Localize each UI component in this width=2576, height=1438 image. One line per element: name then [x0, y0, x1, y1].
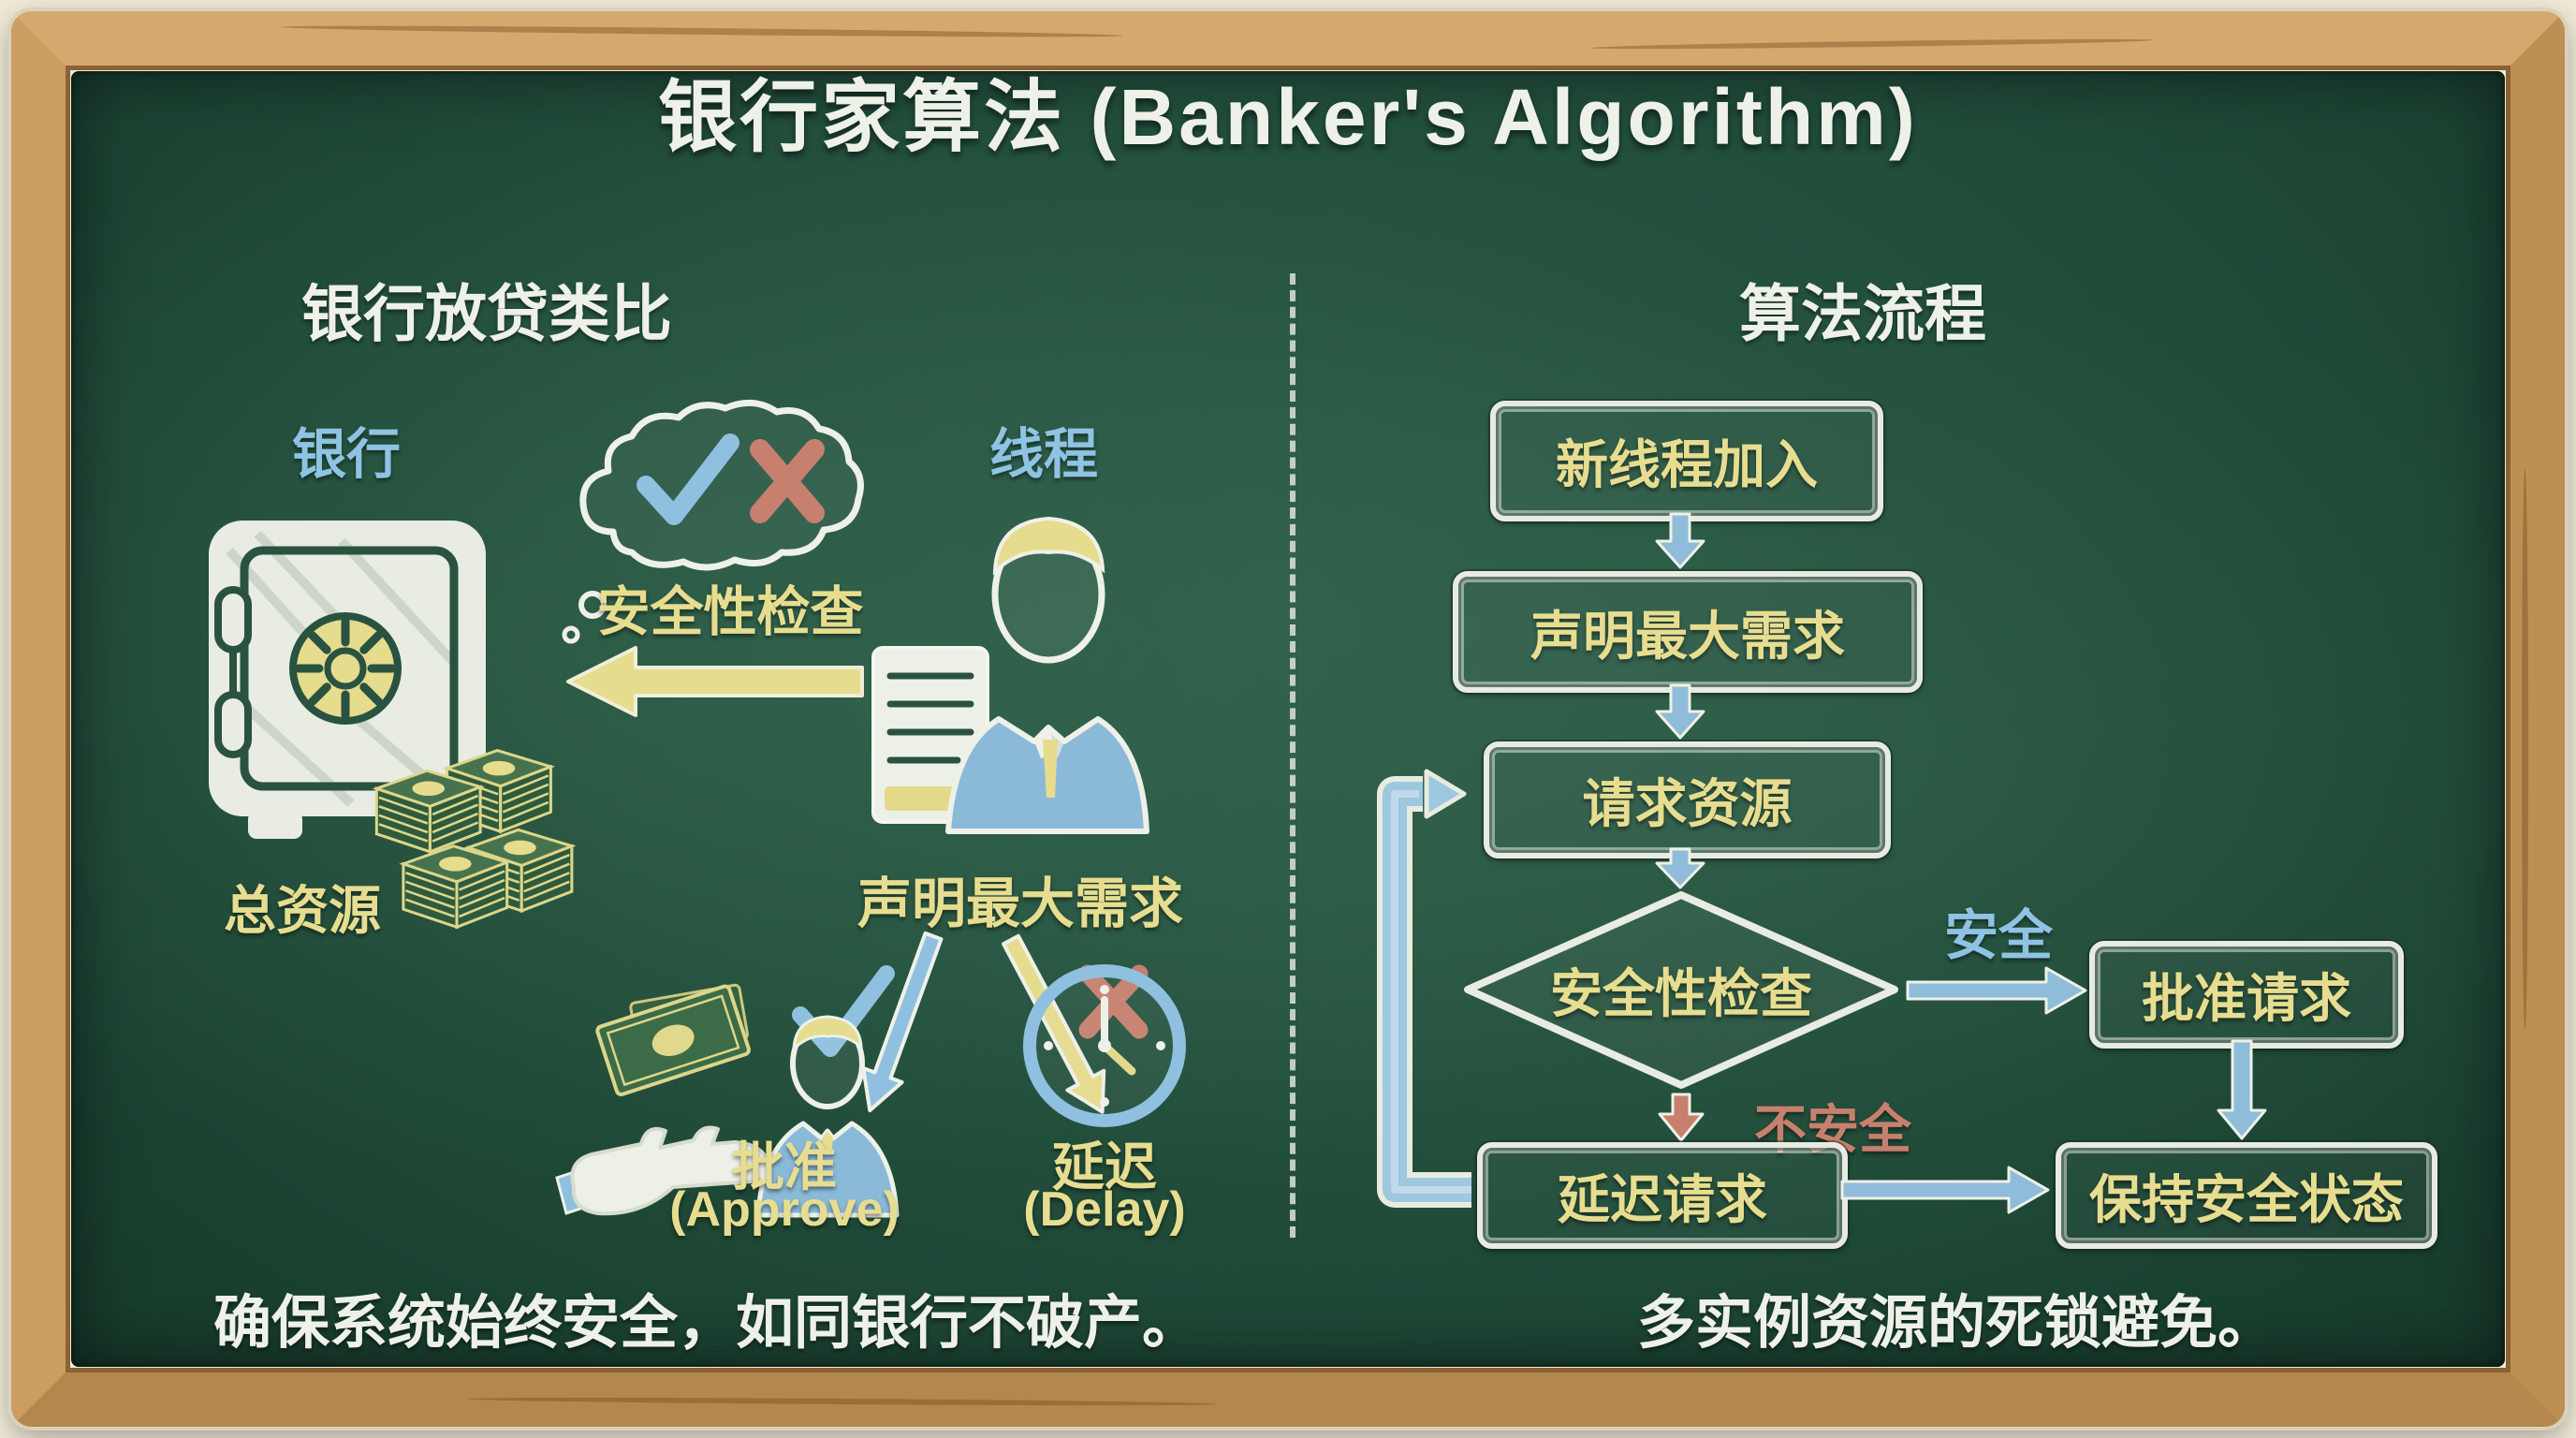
flow-node-new-thread: 新线程加入: [1490, 401, 1883, 521]
arrow-down-unsafe-icon: [1658, 1093, 1705, 1142]
arrow-down-icon: [2217, 1039, 2267, 1140]
approve-sub-label: (Approve): [669, 1182, 900, 1237]
cross-icon: [1078, 964, 1149, 1039]
wood-grain-line: [2522, 468, 2528, 1030]
bank-label: 银行: [291, 424, 401, 485]
arrow-right-icon: [1840, 1166, 2050, 1214]
clock-icon: [1023, 964, 1186, 1127]
banknote-icon: [595, 984, 751, 1096]
approve-person-icon: [755, 1015, 900, 1218]
arrow-left-icon: [566, 646, 864, 717]
approve-label: 批准: [732, 1137, 837, 1196]
delay-sub-label: (Delay): [1023, 1182, 1186, 1237]
check-icon: [637, 433, 739, 525]
flow-node-keep-safe: 保持安全状态: [2056, 1142, 2437, 1249]
arrow-down-icon: [1655, 847, 1705, 889]
money-stack-icon: [374, 749, 574, 929]
hair: [992, 516, 1105, 576]
flow-node-safety-check: 安全性检查: [1550, 964, 1812, 1023]
page-title: 银行家算法 (Banker's Algorithm): [658, 73, 1918, 161]
thread-label: 线程: [988, 424, 1098, 485]
arrow-down-icon: [1655, 683, 1705, 740]
wooden-frame: [11, 11, 2565, 1427]
edge-label-safe: 安全: [1943, 905, 2053, 966]
flow-node-delay-request: 延迟请求: [1477, 1142, 1848, 1249]
thought-bubble-icon: [562, 399, 864, 644]
flow-node-declare-max: 声明最大需求: [1453, 571, 1923, 693]
arrow-down-icon: [1655, 512, 1705, 569]
flow-node-request: 请求资源: [1484, 741, 1891, 858]
tie: [822, 1131, 833, 1155]
dashed-divider: [1290, 273, 1295, 1238]
arrow-right-icon: [1906, 966, 2087, 1015]
right-caption: 多实例资源的死锁避免。: [1636, 1291, 2276, 1356]
tie: [1043, 740, 1058, 798]
left-caption: 确保系统始终安全，如同银行不破产。: [212, 1291, 1200, 1356]
cross-icon: [750, 439, 825, 523]
decision-diamond: [1464, 891, 1898, 1089]
hair: [792, 1015, 863, 1052]
flow-node-approve-request: 批准请求: [2089, 941, 2404, 1049]
hand-money-icon: [555, 983, 772, 1216]
total-resources-label: 总资源: [224, 881, 381, 940]
thread-person-icon: [871, 516, 1149, 834]
delay-label: 延迟: [1052, 1137, 1157, 1196]
left-section-heading: 银行放贷类比: [301, 279, 672, 348]
safe-icon: [209, 521, 486, 839]
safety-check-label: 安全性检查: [596, 582, 864, 642]
delay-branch-arrow: [1002, 933, 1149, 1114]
right-section-heading: 算法流程: [1739, 279, 1986, 348]
declare-max-label: 声明最大需求: [856, 873, 1183, 934]
loop-back-arrow: [1377, 769, 1471, 1208]
